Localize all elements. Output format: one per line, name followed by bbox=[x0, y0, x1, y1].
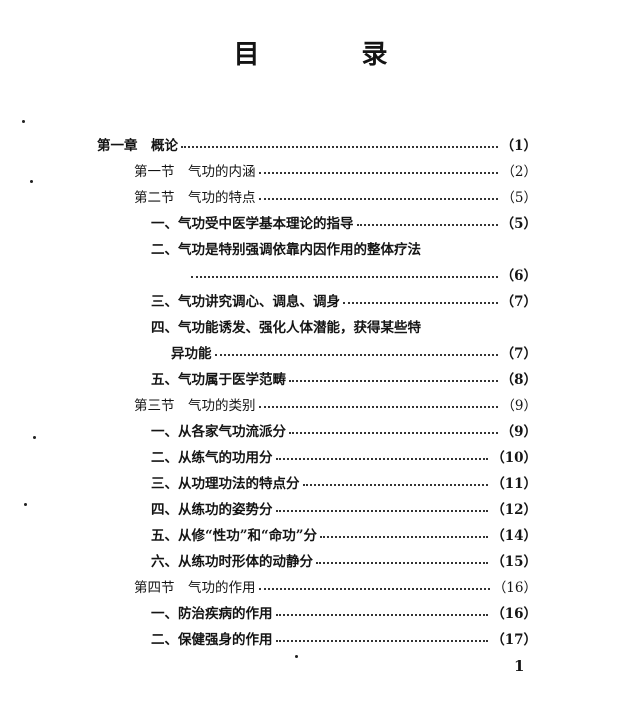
dot-leader bbox=[214, 354, 498, 356]
dot-leader bbox=[181, 146, 498, 148]
dot-leader bbox=[320, 536, 489, 538]
dot-leader bbox=[275, 640, 489, 642]
toc-entry-item-continuation[interactable]: （6） bbox=[188, 263, 537, 285]
toc-entry-page: （10） bbox=[491, 450, 537, 466]
toc-entry-label: 第四节 气功的作用 bbox=[134, 580, 256, 596]
toc-entry-page: （17） bbox=[491, 632, 537, 648]
toc-entry-label: 四、从练功的姿势分 bbox=[151, 502, 273, 518]
toc-entry-label: 异功能 bbox=[171, 346, 212, 362]
toc-entry-section-1-2[interactable]: 第二节 气功的特点 （5） bbox=[134, 185, 537, 207]
dot-leader bbox=[289, 380, 498, 382]
dot-leader bbox=[316, 562, 489, 564]
toc-entry-label: 二、保健强身的作用 bbox=[151, 632, 273, 648]
toc-entry-page: （14） bbox=[491, 528, 537, 544]
page-number: 1 bbox=[514, 657, 525, 675]
toc-entry-label: 六、从练功时形体的动静分 bbox=[151, 554, 313, 570]
scan-speck bbox=[30, 180, 33, 183]
dot-leader bbox=[258, 588, 490, 590]
toc-entry-item[interactable]: 三、从功理功法的特点分 （11） bbox=[151, 471, 537, 493]
scan-speck bbox=[24, 503, 27, 506]
dot-leader bbox=[343, 302, 498, 304]
dot-leader bbox=[275, 458, 489, 460]
toc-entry-label: 二、从练气的功用分 bbox=[151, 450, 273, 466]
toc-entry-page: （12） bbox=[491, 502, 537, 518]
toc-entry-item[interactable]: 二、保健强身的作用 （17） bbox=[151, 627, 537, 649]
toc-entry-item[interactable]: 五、气功属于医学范畴 （8） bbox=[151, 367, 537, 389]
toc-entry-label: 四、气功能诱发、强化人体潜能，获得某些特 bbox=[151, 320, 421, 336]
toc-entry-page: （8） bbox=[500, 372, 537, 388]
page-title: 目 录 bbox=[233, 40, 426, 70]
toc-entry-item[interactable]: 三、气功讲究调心、调息、调身 （7） bbox=[151, 289, 537, 311]
toc-entry-label: 一、从各家气功流派分 bbox=[151, 424, 286, 440]
toc-entry-label: 三、从功理功法的特点分 bbox=[151, 476, 300, 492]
toc-entry-page: （6） bbox=[500, 268, 537, 284]
scan-speck bbox=[22, 120, 25, 123]
toc-entry-item[interactable]: 二、从练气的功用分 （10） bbox=[151, 445, 537, 467]
toc-entry-page: （9） bbox=[500, 424, 537, 440]
toc-entry-section-1-3[interactable]: 第三节 气功的类别 （9） bbox=[134, 393, 537, 415]
toc-entry-page: （9） bbox=[501, 398, 537, 414]
scan-speck bbox=[295, 655, 298, 658]
toc-entry-page: （5） bbox=[501, 190, 537, 206]
dot-leader bbox=[191, 276, 498, 278]
toc-entry-item[interactable]: 四、气功能诱发、强化人体潜能，获得某些特 bbox=[151, 315, 537, 337]
toc-entry-label: 五、从修“性功”和“命功”分 bbox=[151, 528, 318, 544]
toc-entry-chapter-1[interactable]: 第一章 概论 （1） bbox=[97, 133, 537, 155]
toc-entry-label: 第一章 概论 bbox=[97, 138, 178, 154]
toc-entry-label: 第二节 气功的特点 bbox=[134, 190, 256, 206]
toc-entry-label: 三、气功讲究调心、调息、调身 bbox=[151, 294, 340, 310]
toc-entry-item[interactable]: 二、气功是特别强调依靠内因作用的整体疗法 bbox=[151, 237, 537, 259]
dot-leader bbox=[356, 224, 498, 226]
toc-entry-item[interactable]: 一、从各家气功流派分 （9） bbox=[151, 419, 537, 441]
toc-entry-label: 五、气功属于医学范畴 bbox=[151, 372, 286, 388]
toc-entry-page: （16） bbox=[492, 580, 537, 596]
toc-entry-page: （15） bbox=[491, 554, 537, 570]
toc-entry-page: （16） bbox=[491, 606, 537, 622]
toc-entry-page: （7） bbox=[500, 294, 537, 310]
dot-leader bbox=[275, 510, 489, 512]
dot-leader bbox=[258, 172, 499, 174]
toc-entry-label: 一、防治疾病的作用 bbox=[151, 606, 273, 622]
dot-leader bbox=[275, 614, 489, 616]
toc-entry-label: 第三节 气功的类别 bbox=[134, 398, 256, 414]
toc-entry-page: （11） bbox=[491, 476, 537, 492]
toc-entry-item[interactable]: 一、气功受中医学基本理论的指导 （5） bbox=[151, 211, 537, 233]
toc-entry-page: （5） bbox=[500, 216, 537, 232]
toc-entry-label: 二、气功是特别强调依靠内因作用的整体疗法 bbox=[151, 242, 421, 258]
scan-speck bbox=[33, 436, 36, 439]
toc-entry-item[interactable]: 一、防治疾病的作用 （16） bbox=[151, 601, 537, 623]
toc-entry-item[interactable]: 六、从练功时形体的动静分 （15） bbox=[151, 549, 537, 571]
toc-entry-item-continuation[interactable]: 异功能 （7） bbox=[171, 341, 537, 363]
toc-entry-section-1-4[interactable]: 第四节 气功的作用 （16） bbox=[134, 575, 537, 597]
toc-entry-page: （7） bbox=[500, 346, 537, 362]
toc-entry-page: （2） bbox=[501, 164, 537, 180]
toc-entry-item[interactable]: 五、从修“性功”和“命功”分 （14） bbox=[151, 523, 537, 545]
dot-leader bbox=[258, 198, 499, 200]
toc-entry-page: （1） bbox=[500, 138, 537, 154]
dot-leader bbox=[289, 432, 498, 434]
dot-leader bbox=[302, 484, 489, 486]
toc-entry-item[interactable]: 四、从练功的姿势分 （12） bbox=[151, 497, 537, 519]
toc-entry-label: 第一节 气功的内涵 bbox=[134, 164, 256, 180]
toc-entry-section-1-1[interactable]: 第一节 气功的内涵 （2） bbox=[134, 159, 537, 181]
toc-entry-label: 一、气功受中医学基本理论的指导 bbox=[151, 216, 354, 232]
dot-leader bbox=[258, 406, 499, 408]
